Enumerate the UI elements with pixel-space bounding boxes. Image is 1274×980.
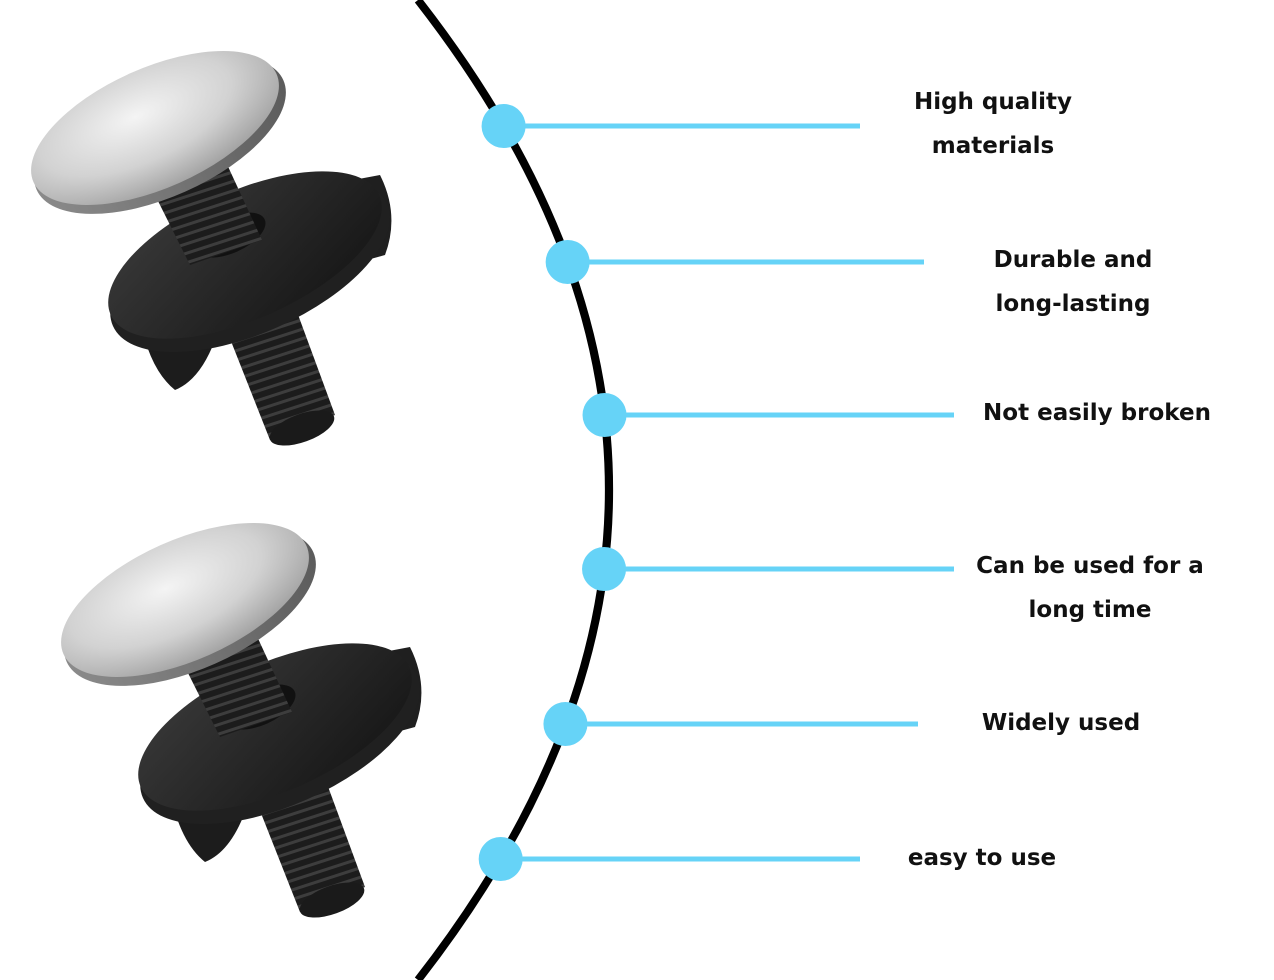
feature-label-line: materials <box>931 133 1055 159</box>
feature-dot <box>582 547 627 591</box>
feature-label: High quality materials <box>914 80 1072 168</box>
feature-label: Can be used for a long time <box>976 544 1204 632</box>
feature-dot <box>543 702 588 746</box>
feature-dot <box>481 104 526 148</box>
feature-label-line: Durable and <box>993 247 1153 273</box>
feature-label-line: High quality <box>913 89 1073 115</box>
sink-plug-screw-icon <box>39 491 445 925</box>
sink-plug-screw-icon <box>9 19 415 453</box>
feature-label: Widely used <box>982 701 1140 745</box>
feature-label: Durable and long-lasting <box>994 238 1153 326</box>
feature-dot <box>582 393 627 437</box>
feature-dot <box>478 837 523 881</box>
feature-dot <box>545 240 590 284</box>
feature-label-line: Not easily broken <box>983 400 1211 426</box>
feature-label-line: Can be used for a <box>976 553 1204 579</box>
feature-label: easy to use <box>908 836 1056 880</box>
feature-label-line: easy to use <box>907 845 1057 871</box>
feature-label-line: Widely used <box>981 710 1141 736</box>
feature-label: Not easily broken <box>983 391 1211 435</box>
divider-arc <box>414 0 613 980</box>
feature-label-line: long-lasting <box>995 291 1151 317</box>
feature-connectors <box>478 104 954 881</box>
feature-label-line: long time <box>1028 597 1152 623</box>
